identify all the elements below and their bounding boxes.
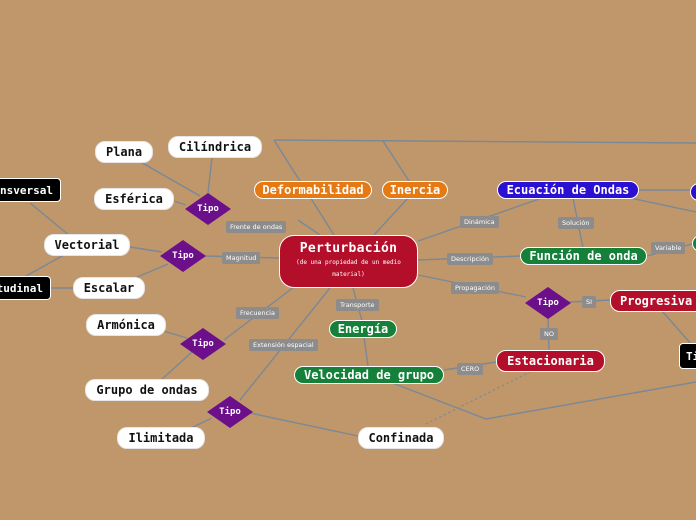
edge-vectorial-transversal xyxy=(29,202,71,237)
node-transversal[interactable]: Transversal xyxy=(0,178,61,202)
diamond-tipo-propagacion[interactable]: Tipo xyxy=(525,287,571,319)
transversal-label: Transversal xyxy=(0,183,53,197)
diamond-tipo-magnitud[interactable]: Tipo xyxy=(160,240,206,272)
diamond-label: Tipo xyxy=(192,339,214,349)
edge-frecuencia-grupo xyxy=(159,351,193,382)
diamond-label: Tipo xyxy=(197,204,219,214)
edge-label-magnitud: Magnitud xyxy=(222,252,261,264)
node-funcion-de-onda[interactable]: Función de onda xyxy=(520,247,647,265)
central-title: Perturbación xyxy=(299,241,398,256)
edge-label-frente-de-ondas: Frente de ondas xyxy=(226,221,287,233)
node-escalar[interactable]: Escalar xyxy=(73,277,145,299)
node-estacionaria[interactable]: Estacionaria xyxy=(496,350,605,372)
diamond-label: Tipo xyxy=(219,407,241,417)
edge-central-frente xyxy=(297,219,321,236)
node-ecuacion-de-ondas[interactable]: Ecuación de Ondas xyxy=(497,181,639,199)
node-vectorial[interactable]: Vectorial xyxy=(44,234,130,256)
diamond-label: Tipo xyxy=(172,251,194,261)
edge-label-variable: Variable xyxy=(651,242,686,254)
node-velocidad-de-grupo[interactable]: Velocidad de grupo xyxy=(294,366,444,384)
node-armonica[interactable]: Armónica xyxy=(86,314,166,336)
edge-magnitud-vectorial xyxy=(129,246,163,253)
edge-dotted-confinada xyxy=(425,371,531,425)
edge-label-dinamica: Dinámica xyxy=(460,216,499,228)
node-longitudinal[interactable]: Longitudinal xyxy=(0,276,51,300)
edge-forma-cilindrica xyxy=(207,156,213,194)
central-node-perturbacion[interactable]: Perturbación (de una propiedad de un med… xyxy=(279,235,418,288)
edge-label-frecuencia: Frecuencia xyxy=(236,307,279,319)
edge-progresiva-ti xyxy=(661,310,693,346)
edge-label-si: SI xyxy=(582,296,597,308)
diamond-tipo-extension[interactable]: Tipo xyxy=(207,396,253,428)
edge-central-inercia xyxy=(373,197,409,236)
edge-forma-esferica xyxy=(173,200,187,206)
edge-ecuacion-right2 xyxy=(629,197,696,213)
node-tipo-partial[interactable]: Ti xyxy=(679,343,696,369)
node-deformabilidad[interactable]: Deformabilidad xyxy=(254,181,372,199)
node-inercia[interactable]: Inercia xyxy=(382,181,448,199)
edge-label-cero: CERO xyxy=(457,363,484,375)
edge-label-extension-espacial: Extensión espacial xyxy=(249,339,318,351)
edge-extension-confinada xyxy=(249,412,359,437)
edge-energia-velocidad xyxy=(363,336,369,367)
edge-vectorial-longitudinal xyxy=(25,254,65,277)
edge-label-no: NO xyxy=(540,328,558,340)
node-confinada[interactable]: Confinada xyxy=(358,427,444,449)
longitudinal-label: Longitudinal xyxy=(0,281,43,295)
edge-top-long xyxy=(273,139,696,144)
edge-magnitud-escalar xyxy=(134,263,169,279)
diamond-tipo-frecuencia[interactable]: Tipo xyxy=(180,328,226,360)
edge-forma-plana xyxy=(138,160,201,197)
edge-label-descripcion: Descripción xyxy=(447,253,494,265)
node-progresiva[interactable]: Progresiva xyxy=(610,290,696,312)
node-energia[interactable]: Energía xyxy=(329,320,397,338)
node-grupo-de-ondas[interactable]: Grupo de ondas xyxy=(85,379,209,401)
edge-label-transporte: Transporte xyxy=(336,299,379,311)
edge-label-propagacion: Propagación xyxy=(451,282,500,294)
diamond-label: Tipo xyxy=(537,298,559,308)
edge-frecuencia-armonica xyxy=(159,329,188,339)
node-cilindrica[interactable]: Cilíndrica xyxy=(168,136,262,158)
diamond-tipo-forma[interactable]: Tipo xyxy=(185,193,231,225)
edge-bottom-long xyxy=(389,381,696,420)
edge-label-solucion: Solución xyxy=(558,217,594,229)
node-plana[interactable]: Plana xyxy=(95,141,153,163)
central-subtitle: (de una propiedad de un medio material) xyxy=(296,259,401,278)
node-ilimitada[interactable]: Ilimitada xyxy=(117,427,205,449)
node-esferica[interactable]: Esférica xyxy=(94,188,174,210)
